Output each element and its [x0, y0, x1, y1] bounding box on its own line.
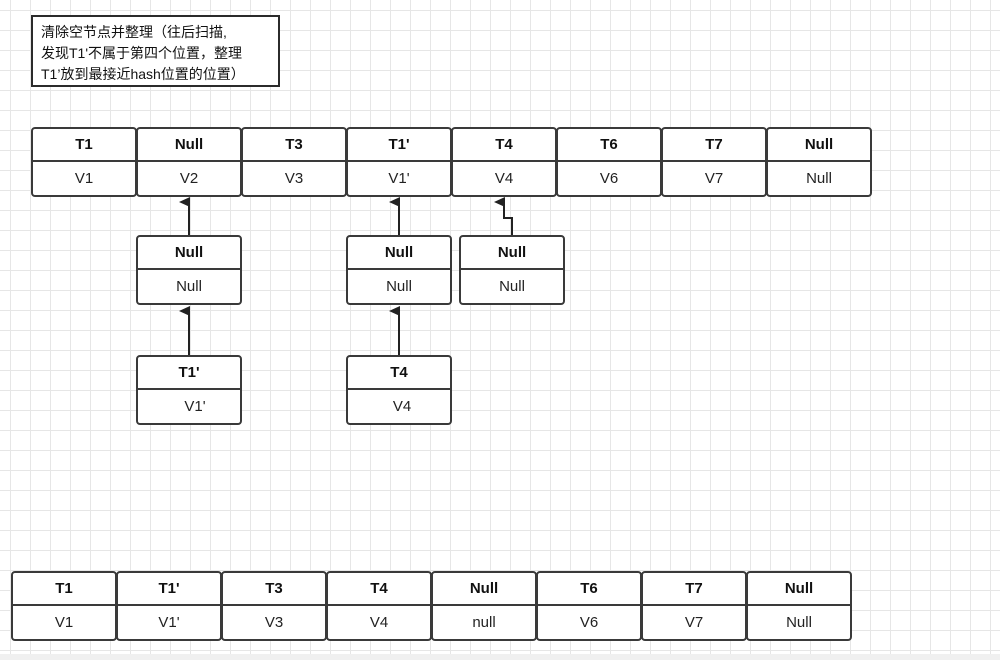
chain-node-col5-level1: Null Null: [459, 235, 565, 305]
chain-node-col4-level1: Null Null: [346, 235, 452, 305]
note-line: 清除空节点并整理（往后扫描,: [41, 24, 227, 40]
top-cell-1: T1 V1: [31, 127, 137, 197]
cell-value: V3: [264, 614, 284, 631]
cell-value: Null: [786, 614, 812, 631]
chain-node-col4-level2: T4 V4: [346, 355, 452, 425]
cell-key: T1': [138, 357, 240, 390]
cell-key: T3: [243, 129, 345, 162]
top-cell-2: Null V2: [136, 127, 242, 197]
bottom-cell-8: Null Null: [746, 571, 852, 641]
cell-value: V7: [704, 170, 724, 187]
chain-node-col2-level2: T1' V1': [136, 355, 242, 425]
bottom-cell-4: T4 V4: [326, 571, 432, 641]
cell-value: V7: [684, 614, 704, 631]
cell-key: T4: [348, 357, 450, 390]
cell-key: T6: [558, 129, 660, 162]
cell-value: Null: [499, 278, 525, 295]
cell-key: T6: [538, 573, 640, 606]
cell-value: V2: [179, 170, 199, 187]
cell-key: Null: [138, 129, 240, 162]
chain-node-col2-level1: Null Null: [136, 235, 242, 305]
cell-value: V1': [388, 170, 410, 187]
cell-key: Null: [348, 237, 450, 270]
cell-value: V1: [74, 170, 94, 187]
cell-key: T3: [223, 573, 325, 606]
bottom-cell-6: T6 V6: [536, 571, 642, 641]
top-cell-8: Null Null: [766, 127, 872, 197]
cell-value: V1': [184, 398, 206, 415]
cell-value: Null: [806, 170, 832, 187]
top-cell-3: T3 V3: [241, 127, 347, 197]
cell-key: T1': [118, 573, 220, 606]
cell-value: V6: [579, 614, 599, 631]
bottom-cell-2: T1' V1': [116, 571, 222, 641]
cell-value: Null: [386, 278, 412, 295]
canvas-bottom-edge: [0, 654, 1000, 660]
note-line: 发现T1'不属于第四个位置，整理: [41, 45, 243, 61]
cell-key: T4: [328, 573, 430, 606]
cell-key: T1: [33, 129, 135, 162]
cell-value: V4: [494, 170, 514, 187]
top-cell-5: T4 V4: [451, 127, 557, 197]
bottom-cell-7: T7 V7: [641, 571, 747, 641]
bottom-cell-1: T1 V1: [11, 571, 117, 641]
bottom-cell-5: Null null: [431, 571, 537, 641]
arrow-col5-elbow: [494, 197, 513, 235]
cell-value: V4: [369, 614, 389, 631]
top-cell-6: T6 V6: [556, 127, 662, 197]
cell-key: Null: [768, 129, 870, 162]
cell-value: V1: [54, 614, 74, 631]
cell-key: T4: [453, 129, 555, 162]
top-cell-4: T1' V1': [346, 127, 452, 197]
cell-value: Null: [176, 278, 202, 295]
cell-key: T7: [643, 573, 745, 606]
cell-value: null: [472, 614, 496, 631]
cell-value: V6: [599, 170, 619, 187]
top-cell-7: T7 V7: [661, 127, 767, 197]
cell-key: Null: [461, 237, 563, 270]
cell-value: V3: [284, 170, 304, 187]
cell-key: Null: [748, 573, 850, 606]
cell-value: V4: [392, 398, 412, 415]
cell-key: T1': [348, 129, 450, 162]
cell-key: Null: [138, 237, 240, 270]
cell-key: T7: [663, 129, 765, 162]
cell-key: T1: [13, 573, 115, 606]
note-line: T1’放到最接近hash位置的位置）: [41, 66, 245, 82]
annotation-note: 清除空节点并整理（往后扫描, 发现T1'不属于第四个位置，整理 T1’放到最接近…: [31, 15, 280, 87]
bottom-cell-3: T3 V3: [221, 571, 327, 641]
cell-key: Null: [433, 573, 535, 606]
cell-value: V1': [158, 614, 180, 631]
